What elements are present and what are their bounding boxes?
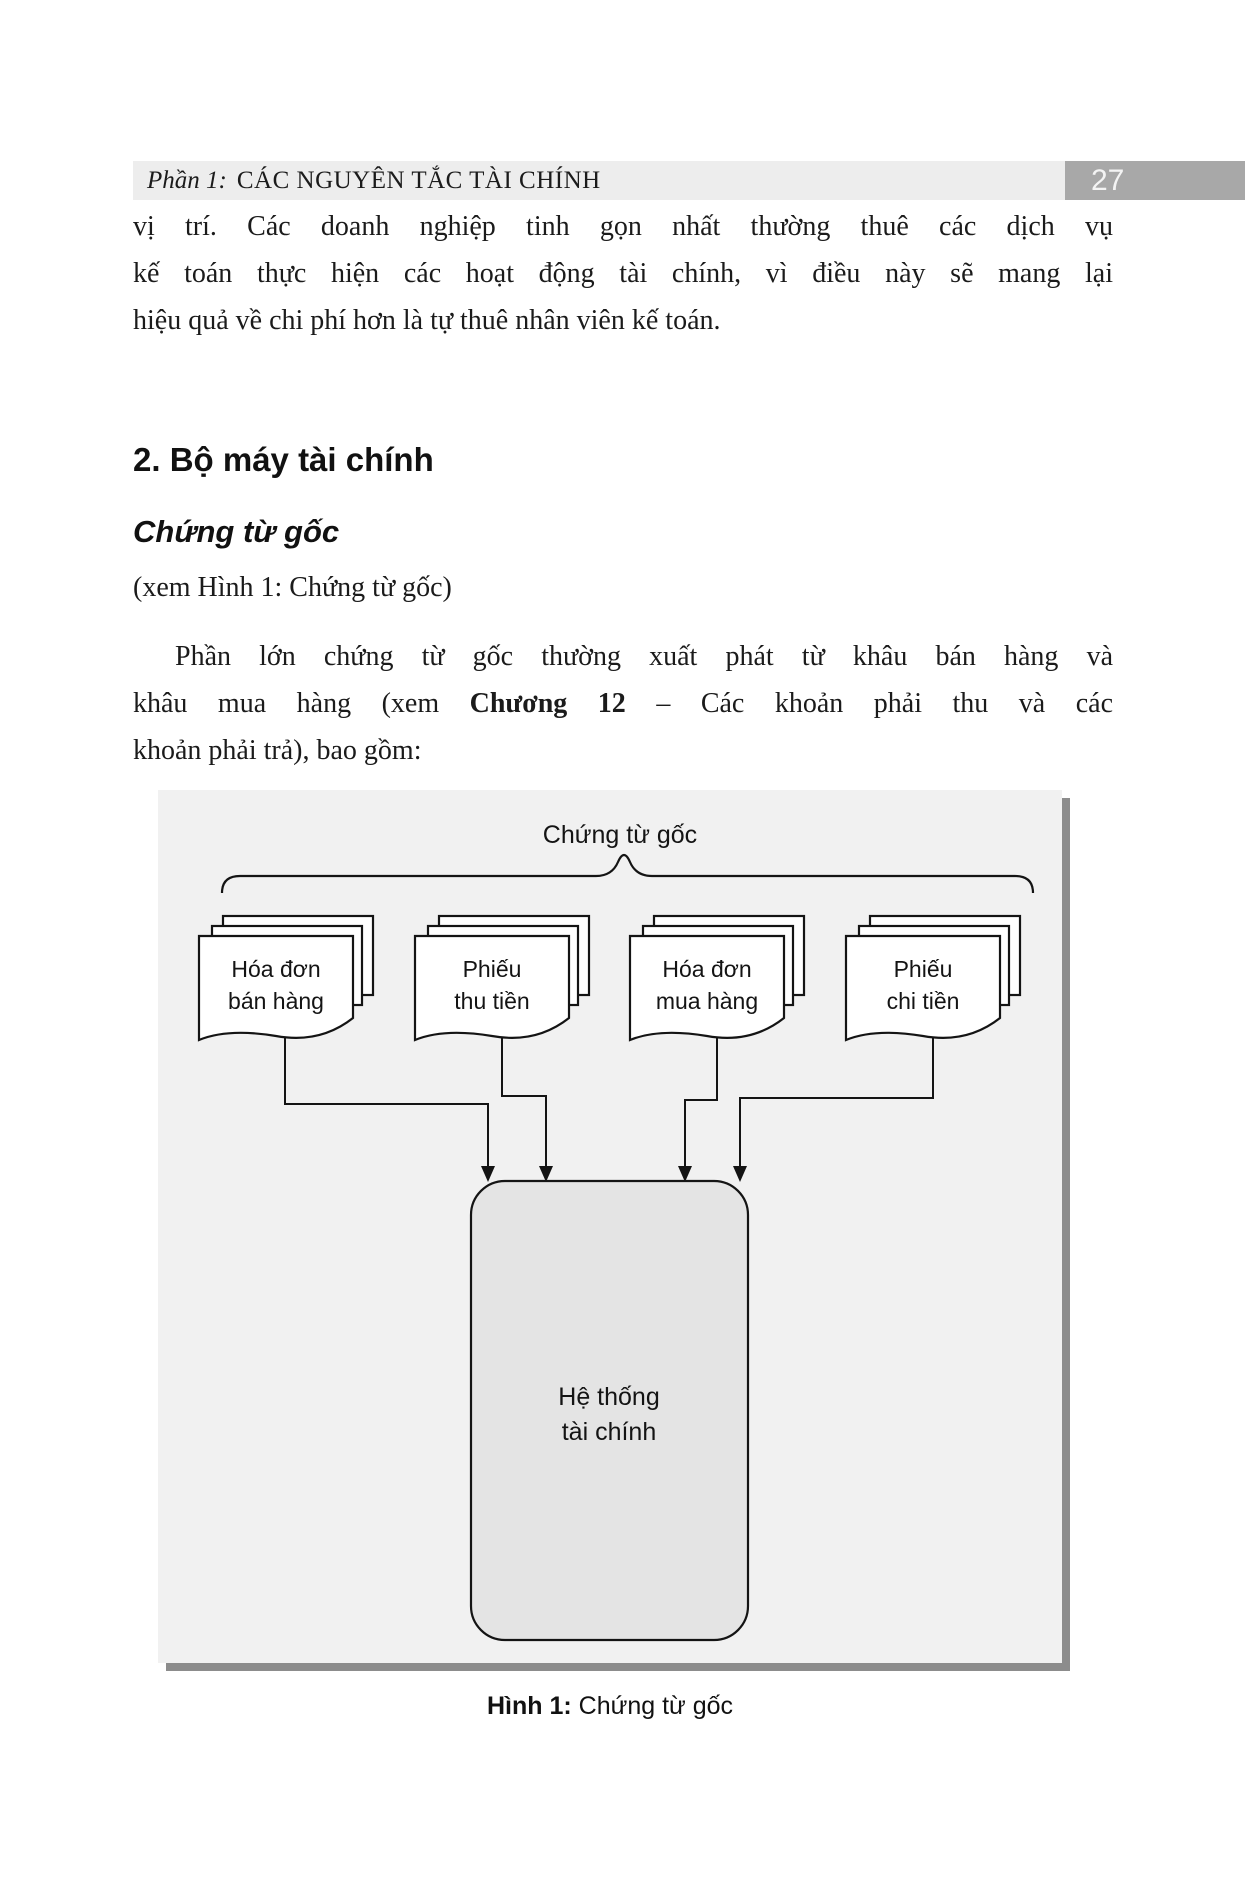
doc-front-page (844, 934, 1002, 1042)
doc-label: mua hàng (656, 988, 758, 1014)
subsection-heading: Chứng từ gốc (133, 514, 340, 549)
brace-shape (220, 853, 1035, 894)
connector-line (501, 1034, 547, 1167)
doc-label: Phiếu (894, 956, 953, 982)
chapter-reference: Chương 12 (469, 688, 626, 719)
doc-front-page (628, 934, 786, 1042)
connector-line (739, 1032, 934, 1167)
financial-system-label: tài chính (562, 1418, 657, 1446)
paragraph-2: Phần lớn chứng từ gốc thường xuất phát t… (133, 633, 1113, 774)
doc-label: Hóa đơn (662, 956, 751, 982)
text-run: – Các khoản phải thu và các (625, 688, 1114, 719)
arrowhead-icon (733, 1166, 747, 1182)
figure-caption-text: Chứng từ gốc (571, 1692, 734, 1720)
arrowhead-icon (481, 1166, 495, 1182)
doc-front-page (413, 934, 571, 1042)
document-stack-receipt-voucher: Phiếu thu tiền (413, 914, 591, 1042)
diagram-title: Chứng từ gốc (543, 821, 697, 849)
paragraph-1: vị trí. Các doanh nghiệp tinh gọn nhất t… (133, 203, 1113, 344)
section-label: Phần 1: (147, 166, 227, 194)
paragraph-line: khoản phải trả), bao gồm: (133, 735, 422, 766)
arrowhead-icon (539, 1166, 553, 1182)
doc-label: Phiếu (463, 956, 522, 982)
doc-label: Hóa đơn (231, 956, 320, 982)
doc-label: bán hàng (228, 988, 324, 1014)
source-documents-diagram: Chứng từ gốc Hóa đơn bán hàng (197, 821, 1035, 1642)
document-stack-purchase-invoice: Hóa đơn mua hàng (628, 914, 806, 1042)
arrowhead-icon (678, 1166, 692, 1182)
figure-reference: (xem Hình 1: Chứng từ gốc) (133, 572, 452, 603)
section-title: CÁC NGUYÊN TẮC TÀI CHÍNH (236, 166, 601, 194)
document-stack-sales-invoice: Hóa đơn bán hàng (197, 914, 375, 1042)
paragraph-line: hiệu quả về chi phí hơn là tự thuê nhân … (133, 305, 721, 336)
connector-line (684, 1034, 718, 1167)
paragraph-line: Phần lớn chứng từ gốc thường xuất phát t… (175, 641, 1113, 672)
financial-system-box (469, 1179, 750, 1642)
paragraph-line: kế toán thực hiện các hoạt động tài chín… (133, 258, 1113, 289)
page-number-badge: 27 (1065, 161, 1245, 200)
page-number: 27 (1091, 163, 1125, 197)
doc-label: thu tiền (454, 988, 529, 1014)
doc-label: chi tiền (887, 988, 960, 1014)
figure-caption-number: Hình 1: (486, 1692, 572, 1720)
document-stack-payment-voucher: Phiếu chi tiền (844, 914, 1022, 1042)
connector-line (284, 1032, 489, 1167)
doc-front-page (197, 934, 355, 1042)
paragraph-line: vị trí. Các doanh nghiệp tinh gọn nhất t… (133, 211, 1113, 242)
text-run: khâu mua hàng (xem (133, 688, 470, 719)
financial-system-label: Hệ thống (558, 1383, 659, 1411)
figure-caption: Hình 1: Chứng từ gốc (158, 1692, 1062, 1721)
paragraph-line: khâu mua hàng (xem Chương 12 – Các khoản… (133, 680, 1113, 727)
figure-1-panel: Chứng từ gốc Hóa đơn bán hàng (158, 790, 1062, 1663)
section-heading: 2. Bộ máy tài chính (133, 441, 434, 478)
running-header: Phần 1: CÁC NGUYÊN TẮC TÀI CHÍNH (133, 161, 1065, 200)
